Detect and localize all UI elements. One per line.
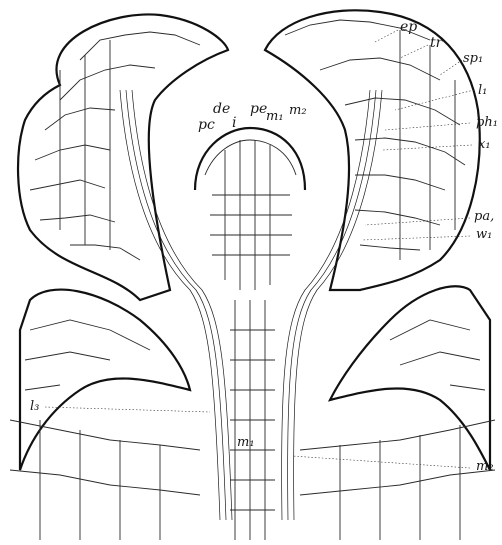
right-upper-leaf [265,10,480,290]
label-m1-top: m₁ [266,110,284,123]
shoot-apex [195,128,305,290]
label-l3: l₃ [30,400,39,413]
label-tr: tr [430,36,442,50]
vascular-strands [120,90,382,520]
label-m2-top: m₂ [289,104,307,117]
label-x1: x₁ [478,138,491,151]
label-i: i [232,116,236,130]
label-l1: l₁ [478,84,487,97]
lower-leaves [10,286,495,540]
label-m2-right: m₂ [476,460,494,473]
left-upper-leaf [18,14,228,300]
label-pa1: pa, [474,210,494,223]
label-w1: w₁ [476,228,492,241]
label-sp1: sp₁ [463,52,483,65]
label-pc: pc [198,118,215,132]
label-ep: ep [400,20,417,34]
label-pe: pe [250,102,267,116]
stem-pith [230,300,275,540]
label-de: de [213,102,230,116]
label-ph1: ph₁ [476,116,498,129]
label-m1-mid: m₁ [237,436,255,449]
